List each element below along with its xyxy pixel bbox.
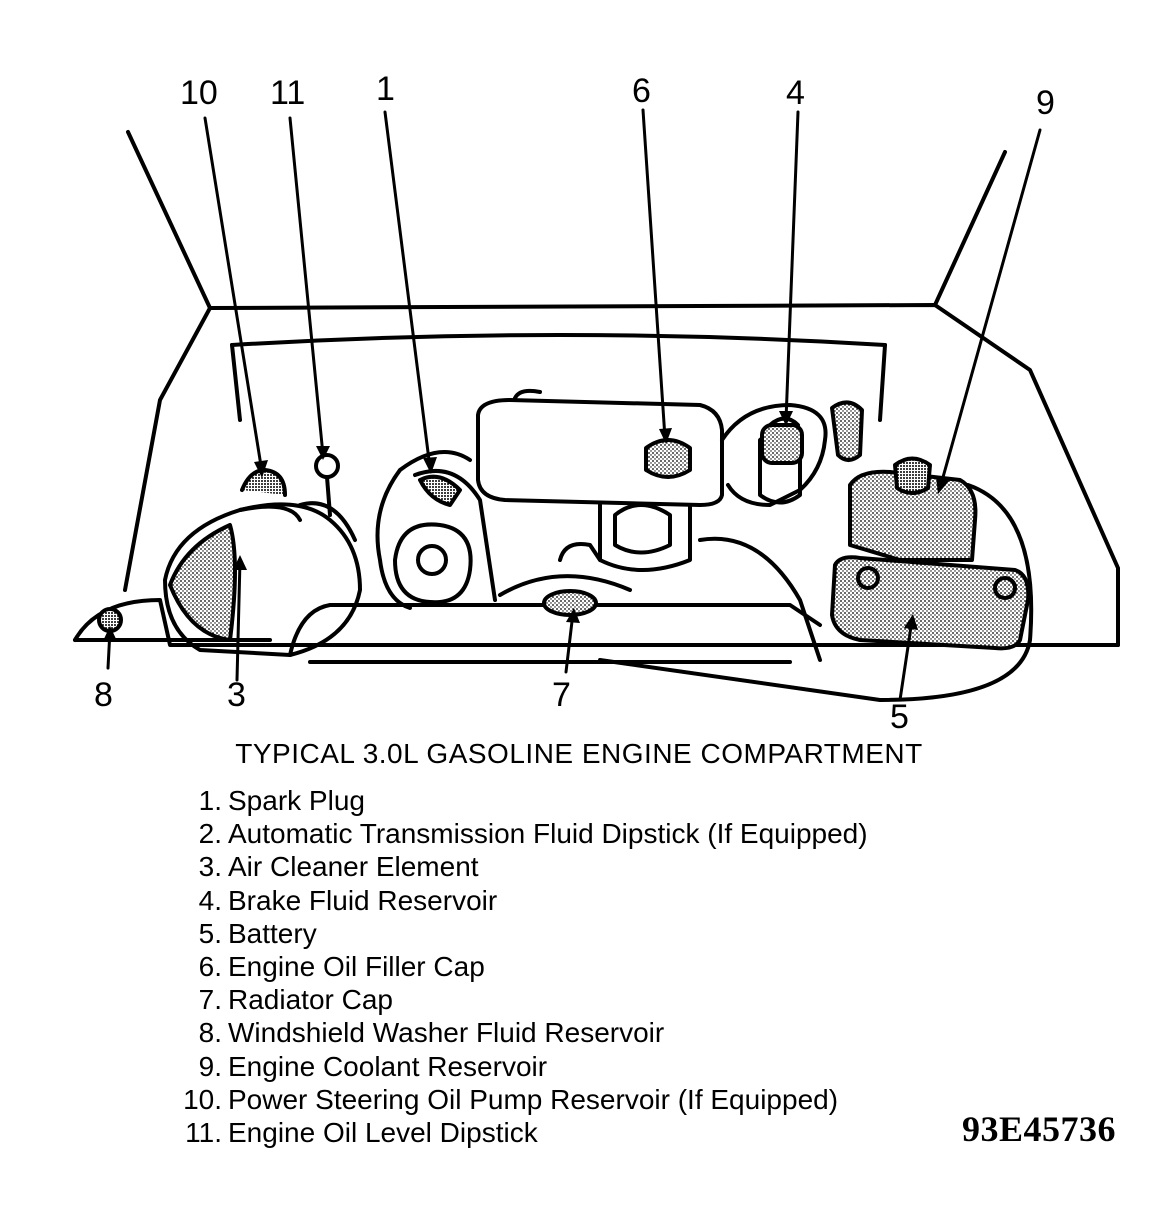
callout-8: 8 — [94, 676, 113, 714]
arrow-11 — [316, 446, 330, 460]
callout-11: 11 — [270, 74, 306, 112]
coolant-cap — [893, 456, 932, 495]
battery-cable — [598, 483, 1034, 702]
leader-5 — [898, 618, 914, 702]
legend-item: 3.Air Cleaner Element — [198, 851, 479, 883]
leader-6 — [641, 108, 667, 440]
leader-4 — [784, 110, 800, 422]
leader-lines — [106, 108, 1042, 702]
leader-1 — [383, 110, 432, 470]
legend-item: 2.Automatic Transmission Fluid Dipstick … — [198, 818, 868, 850]
figure-id: 93E45736 — [962, 1109, 1117, 1149]
callout-10: 10 — [180, 74, 218, 112]
oil-dipstick-tube — [325, 475, 332, 517]
front-bumper — [73, 598, 1120, 647]
air-cleaner-lid — [238, 504, 302, 522]
legend-list: 1.Spark Plug 2.Automatic Transmission Fl… — [170, 784, 868, 1149]
battery — [830, 555, 1031, 651]
hood-right-edge — [933, 150, 1007, 307]
arrow-1 — [423, 457, 437, 474]
arrow-4 — [779, 411, 793, 426]
engine-front — [598, 503, 692, 572]
engine-left-side — [375, 450, 472, 610]
leader-11 — [288, 116, 325, 457]
battery-terminal-left — [856, 566, 880, 590]
brake-master-cylinder — [720, 403, 828, 507]
arrow-3 — [233, 555, 247, 570]
leader-3 — [235, 558, 242, 682]
arrow-7 — [566, 608, 580, 623]
callout-7: 7 — [552, 676, 571, 714]
callout-9: 9 — [1036, 84, 1055, 122]
callout-1: 1 — [376, 70, 395, 108]
belt-pulley-outer — [393, 522, 473, 605]
arrowheads — [103, 411, 949, 641]
inner-wall-left — [230, 343, 242, 422]
legend-item: 1.Spark Plug — [198, 785, 365, 816]
left-fender — [123, 306, 212, 592]
arrow-9 — [936, 477, 949, 494]
oil-dipstick-handle — [314, 453, 340, 479]
air-cleaner-element — [168, 523, 237, 642]
hood-left-edge — [126, 130, 212, 310]
legend-item: 10.Power Steering Oil Pump Reservoir (If… — [183, 1083, 839, 1115]
legend-item: 7.Radiator Cap — [198, 984, 393, 1016]
intake-detail — [513, 388, 542, 400]
leader-7 — [564, 611, 575, 674]
leader-9 — [938, 128, 1042, 490]
leader-10 — [203, 116, 264, 474]
callout-6: 6 — [632, 72, 651, 110]
cable-bundle — [698, 536, 822, 662]
callout-5: 5 — [890, 698, 909, 736]
legend-item: 11.Engine Oil Level Dipstick — [185, 1117, 538, 1149]
legend-item: 4.Brake Fluid Reservoir — [198, 884, 498, 916]
spark-plug-boot — [418, 474, 462, 507]
callout-4: 4 — [786, 74, 805, 112]
clutch-reservoir — [830, 400, 864, 462]
belt-pulley-inner — [416, 544, 448, 576]
legend-item: 5.Battery — [198, 917, 317, 949]
radiator-cap — [542, 589, 598, 617]
legend-item: 6.Engine Oil Filler Cap — [198, 951, 485, 983]
brake-fluid-reservoir — [760, 423, 804, 465]
power-steering-reservoir — [240, 468, 287, 497]
arrow-5 — [904, 614, 918, 630]
hose-front — [558, 542, 602, 562]
oil-filler-cap — [644, 438, 692, 479]
engine-compartment-diagram — [73, 108, 1120, 702]
inner-wall-right — [878, 343, 887, 422]
hose-lower — [498, 574, 632, 597]
throttle-body — [613, 503, 672, 555]
drive-belt — [413, 468, 497, 602]
intake-manifold — [476, 398, 724, 507]
callout-3: 3 — [227, 676, 246, 714]
coolant-reservoir — [848, 469, 978, 562]
battery-terminal-right — [993, 576, 1017, 600]
radiator-support — [288, 603, 822, 657]
compartment-outline — [208, 303, 1120, 647]
legend-item: 9.Engine Coolant Reservoir — [198, 1050, 548, 1082]
arrow-8 — [103, 626, 117, 641]
arrow-6 — [659, 428, 672, 444]
arrow-10 — [254, 460, 268, 478]
diagram-caption: TYPICAL 3.0L GASOLINE ENGINE COMPARTMENT — [235, 738, 923, 769]
air-cleaner-housing — [163, 502, 362, 657]
legend-item: 8.Windshield Washer Fluid Reservoir — [198, 1017, 665, 1049]
firewall-line — [230, 333, 887, 347]
